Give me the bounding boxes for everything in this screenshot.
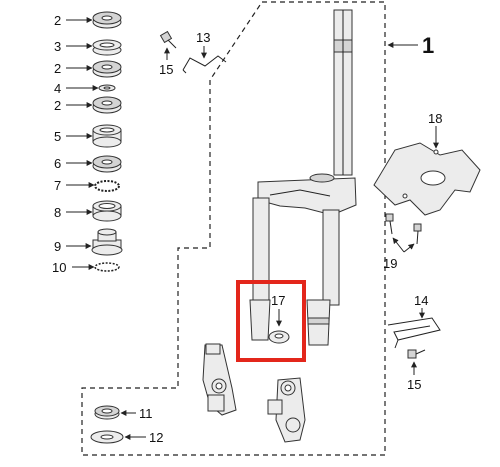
callout-17: 17 bbox=[271, 293, 285, 308]
washer-12 bbox=[90, 430, 124, 444]
assembly-outline bbox=[81, 1, 386, 456]
callout-12: 12 bbox=[149, 430, 163, 445]
callout-8: 8 bbox=[54, 205, 61, 220]
callout-10: 10 bbox=[52, 260, 66, 275]
washer-11 bbox=[94, 405, 120, 420]
highlight-box bbox=[236, 280, 306, 362]
callout-4: 4 bbox=[54, 81, 61, 96]
washer-17 bbox=[268, 330, 290, 344]
bolt-15-bottom bbox=[407, 349, 426, 359]
callout-9: 9 bbox=[54, 239, 61, 254]
bolts-19 bbox=[385, 213, 422, 245]
clip-14 bbox=[387, 317, 441, 349]
callout-3: 3 bbox=[54, 39, 61, 54]
plate-18 bbox=[373, 142, 481, 216]
callout-numbers: 2 3 2 4 2 5 6 7 8 9 10 11 12 13 15 14 15… bbox=[52, 13, 442, 445]
callout-2: 2 bbox=[54, 61, 61, 76]
callout-14: 14 bbox=[414, 293, 428, 308]
callout-15: 15 bbox=[407, 377, 421, 392]
clip-13 bbox=[182, 55, 227, 74]
front-fork bbox=[202, 9, 357, 443]
callout-18: 18 bbox=[428, 111, 442, 126]
callout-5: 5 bbox=[54, 129, 61, 144]
bearing-stack bbox=[91, 11, 123, 272]
callout-7: 7 bbox=[54, 178, 61, 193]
callout-6: 6 bbox=[54, 156, 61, 171]
left-leaders bbox=[66, 17, 99, 270]
leader-19a bbox=[392, 237, 405, 253]
callout-2: 2 bbox=[54, 98, 61, 113]
bolt-15-top bbox=[159, 30, 177, 49]
assembly-number: 1 bbox=[422, 33, 434, 58]
callout-15: 15 bbox=[159, 62, 173, 77]
callout-11: 11 bbox=[139, 406, 153, 421]
callout-19: 19 bbox=[383, 256, 397, 271]
callout-13: 13 bbox=[196, 30, 210, 45]
callout-2: 2 bbox=[54, 13, 61, 28]
leader-19b bbox=[403, 243, 415, 253]
